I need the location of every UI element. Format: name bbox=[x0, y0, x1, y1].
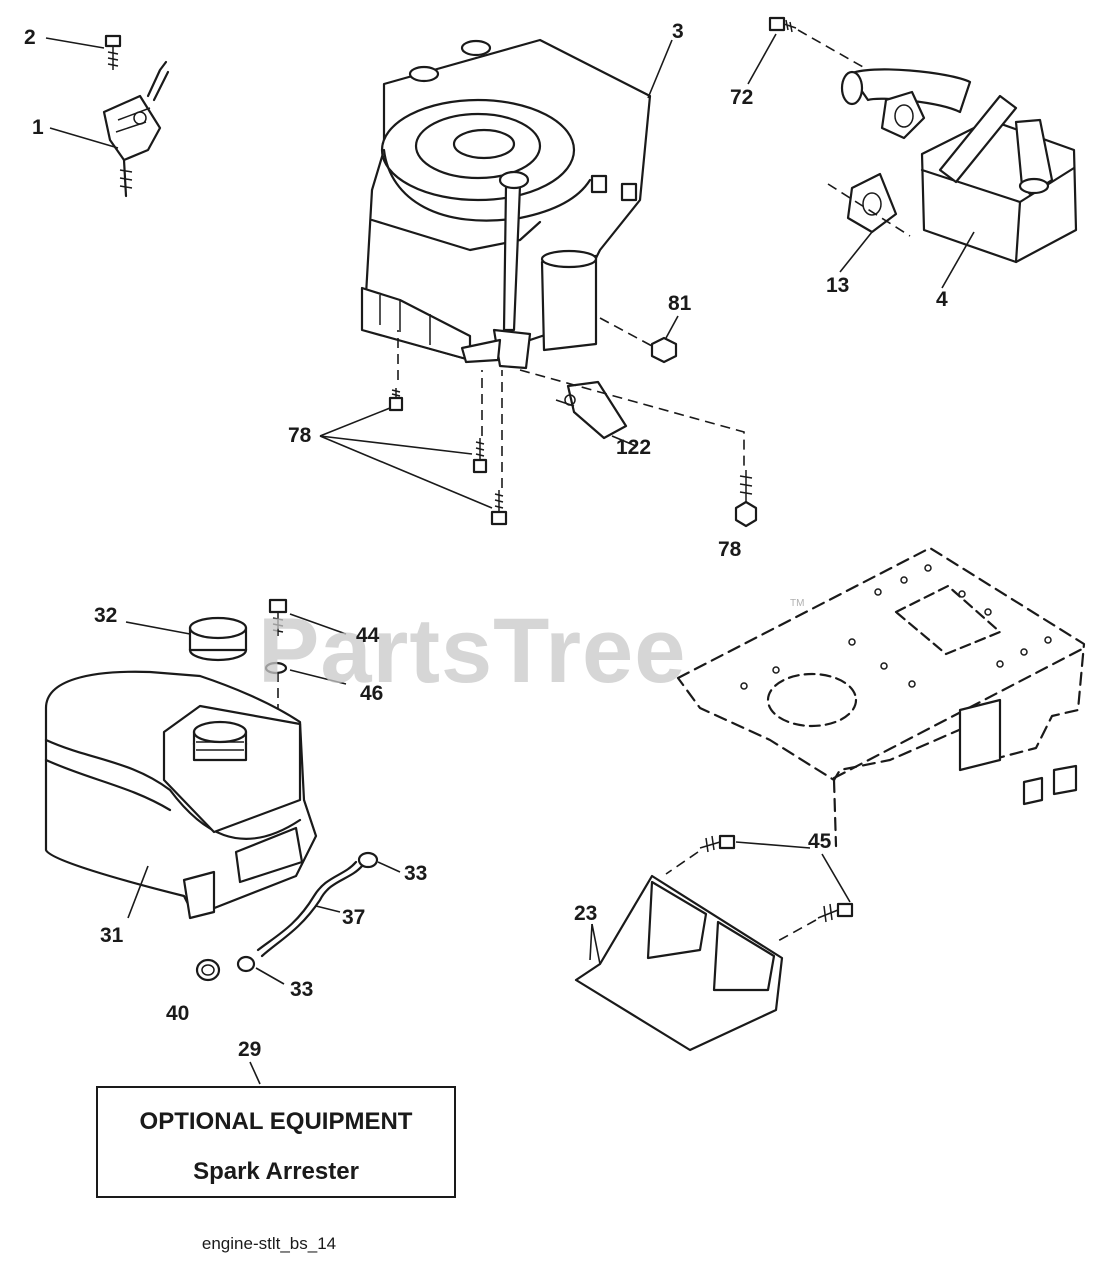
hose-clamp-upper[interactable] bbox=[357, 851, 379, 869]
callout-3: 3 bbox=[672, 20, 684, 43]
hose-clamp-lower[interactable] bbox=[236, 955, 256, 973]
callout-numbers: 2 1 3 72 13 4 81 78 122 78 32 44 46 33 3… bbox=[24, 20, 948, 1061]
exhaust-pipe[interactable] bbox=[840, 68, 972, 140]
exhaust-gasket[interactable] bbox=[846, 172, 898, 234]
callout-122: 122 bbox=[616, 436, 651, 459]
engine-mounting-plate[interactable] bbox=[676, 546, 1086, 848]
watermark-text: PartsTree bbox=[258, 600, 686, 702]
optional-equipment-title: OPTIONAL EQUIPMENT bbox=[139, 1108, 413, 1135]
screw-44[interactable] bbox=[268, 598, 288, 636]
callout-33-lower: 33 bbox=[290, 978, 313, 1001]
callout-29: 29 bbox=[238, 1038, 261, 1061]
callout-31: 31 bbox=[100, 924, 124, 947]
nut-81[interactable] bbox=[650, 336, 678, 364]
callout-78-right: 78 bbox=[718, 538, 742, 561]
callout-72: 72 bbox=[730, 86, 753, 109]
callout-37: 37 bbox=[342, 906, 365, 929]
throttle-control-bracket[interactable] bbox=[102, 60, 170, 198]
callout-13: 13 bbox=[826, 274, 849, 297]
callout-33-upper: 33 bbox=[404, 862, 427, 885]
bolt-45-lower[interactable] bbox=[817, 902, 854, 923]
fuel-cap[interactable] bbox=[188, 616, 248, 662]
engine-assembly[interactable] bbox=[360, 38, 652, 370]
bolt-78-middle[interactable] bbox=[472, 438, 488, 474]
shield-122[interactable] bbox=[555, 380, 628, 440]
fuel-line[interactable] bbox=[256, 860, 364, 958]
grommet-40[interactable] bbox=[195, 958, 221, 982]
bolt-78-lower[interactable] bbox=[490, 490, 508, 526]
muffler[interactable] bbox=[920, 94, 1078, 264]
callout-81: 81 bbox=[668, 292, 692, 315]
bracket-screw[interactable] bbox=[104, 34, 122, 70]
bolt-78-right[interactable] bbox=[734, 470, 758, 528]
washer-46[interactable] bbox=[264, 661, 288, 675]
callout-45: 45 bbox=[808, 830, 832, 853]
bolt-72[interactable] bbox=[768, 16, 797, 33]
heat-shield-plate[interactable] bbox=[574, 874, 784, 1052]
leader-lines bbox=[45, 33, 975, 1085]
callout-2: 2 bbox=[24, 26, 36, 49]
callout-78-left: 78 bbox=[288, 424, 312, 447]
callout-32: 32 bbox=[94, 604, 117, 627]
bolt-78-upper[interactable] bbox=[388, 388, 404, 412]
diagram-caption: engine-stlt_bs_14 bbox=[201, 1234, 337, 1253]
callout-23: 23 bbox=[574, 902, 597, 925]
fuel-tank[interactable] bbox=[44, 670, 318, 920]
bolt-45-upper[interactable] bbox=[699, 834, 736, 853]
callout-1: 1 bbox=[32, 116, 44, 139]
watermark: PartsTree TM bbox=[258, 598, 804, 702]
callout-46: 46 bbox=[360, 682, 383, 705]
watermark-trademark: TM bbox=[790, 598, 804, 609]
callout-44: 44 bbox=[356, 624, 380, 647]
optional-equipment-box: OPTIONAL EQUIPMENT Spark Arrester bbox=[96, 1086, 456, 1198]
optional-equipment-item: Spark Arrester bbox=[193, 1158, 359, 1185]
callout-40: 40 bbox=[166, 1002, 189, 1025]
callout-4: 4 bbox=[936, 288, 948, 311]
